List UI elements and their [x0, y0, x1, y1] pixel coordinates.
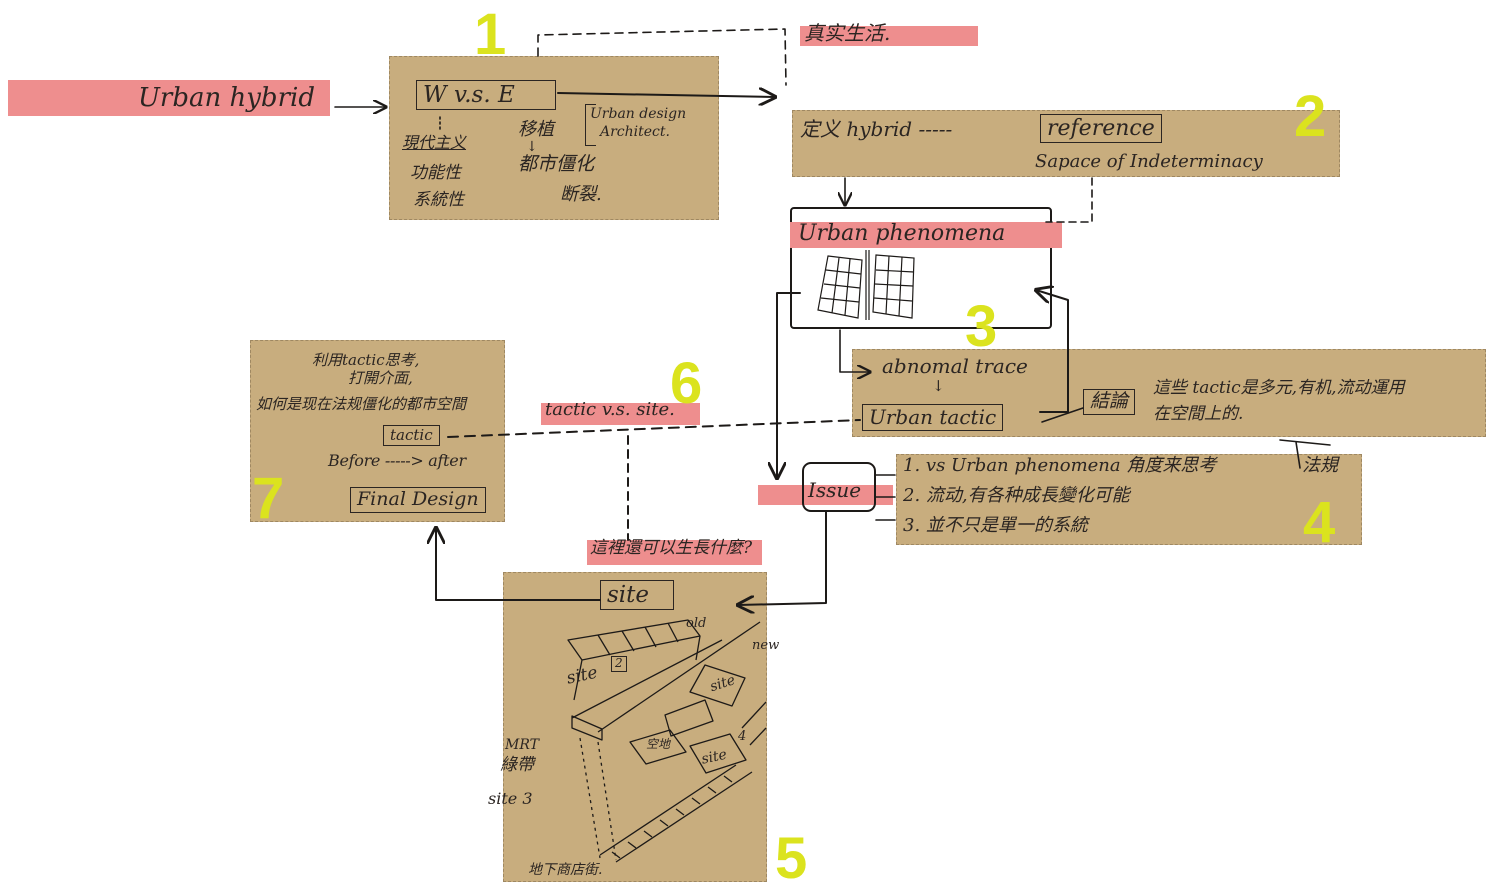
sketch-label-new: new	[752, 638, 780, 653]
step3-trace: abnomal trace	[882, 354, 1028, 378]
step1-e-item: 都市僵化	[518, 153, 595, 175]
step1-note-bracket	[585, 104, 596, 146]
step7-line: 如何是现在法规僵化的都市空間	[256, 395, 467, 413]
step7-before-after: Before -----> after	[328, 451, 466, 470]
step2-space: Sapace of Indeterminacy	[1035, 151, 1263, 172]
sketch-label-site2-num: 2	[611, 656, 627, 672]
sketch-label-mrt: MRT	[505, 737, 539, 753]
step4-item: 2. 流动,有各种成長變化可能	[903, 485, 1130, 506]
step4-item: 1. vs Urban phenomena 角度来思考	[903, 455, 1217, 476]
step7-number: 7	[252, 466, 285, 531]
step5-question-highlight	[587, 540, 762, 565]
sketch-label-old: old	[686, 616, 707, 631]
sketch-label-underground: 地下商店街.	[528, 862, 603, 878]
step4-item: 3. 並不只是單一的系統	[903, 515, 1088, 536]
sketch-label-site4-num: 4	[738, 729, 747, 744]
step5-panel	[503, 572, 767, 882]
dashed-step2-to-step3	[1045, 177, 1093, 223]
step3-tactic-panel	[852, 349, 1486, 437]
step1-note: Architect.	[600, 124, 670, 140]
step3-number: 3	[965, 294, 998, 359]
sketch-label-green-belt: 綠帶	[500, 755, 534, 775]
step6-number: 6	[670, 351, 703, 416]
step7-tactic: tactic	[383, 425, 440, 447]
step3-conclusion-label: 結論	[1083, 389, 1136, 415]
step2-define: 定义 hybrid -----	[800, 117, 953, 141]
step3-conclusion: 這些 tactic是多元,有机,流动運用	[1153, 378, 1405, 398]
real-life-label: 真实生活.	[804, 21, 891, 45]
step6-label: tactic v.s. site.	[545, 399, 675, 420]
step1-e-item: 断裂.	[560, 184, 602, 205]
step5-number: 5	[775, 826, 808, 887]
step1-note: Urban design	[590, 106, 687, 122]
step1-e-arrow: ↓	[526, 139, 538, 155]
sketch-label-vacant: 空地	[646, 737, 671, 751]
step4-side-note: 法規	[1302, 455, 1338, 476]
step7-line: 利用tactic思考,	[312, 351, 420, 369]
step1-compare: W v.s. E	[416, 80, 556, 111]
step3-title-highlight	[790, 222, 1062, 248]
step4-panel	[896, 454, 1362, 545]
step7-final-design: Final Design	[350, 487, 486, 513]
step7-line: 打開介面,	[348, 369, 413, 387]
input-highlight	[8, 80, 330, 116]
step1-w-item: 現代主义	[402, 133, 467, 152]
step2-panel	[792, 110, 1340, 177]
step3-tactic: Urban tactic	[862, 404, 1004, 431]
sketch-label-site3: site 3	[488, 789, 533, 808]
step3-conclusion: 在空間上的.	[1153, 404, 1244, 424]
issue-label: Issue	[808, 478, 862, 502]
step2-reference: reference	[1040, 114, 1162, 144]
issue-frame	[802, 462, 876, 512]
real-life-highlight	[800, 26, 978, 46]
step1-w-item: 功能性	[410, 163, 461, 183]
step1-w-item: 系統性	[413, 190, 464, 210]
step1-e-item: 移植	[518, 119, 554, 140]
issue-highlight	[758, 485, 893, 505]
step3-arrow: ↓	[932, 377, 945, 395]
step1-number: 1	[474, 2, 507, 67]
input-label: Urban hybrid	[138, 83, 315, 113]
step5-site: site	[600, 580, 674, 611]
step2-number: 2	[1294, 84, 1327, 149]
step3-title: Urban phenomena	[798, 221, 1006, 246]
step5-question: 這裡還可以生長什麼?	[590, 538, 753, 558]
step4-number: 4	[1303, 490, 1336, 555]
